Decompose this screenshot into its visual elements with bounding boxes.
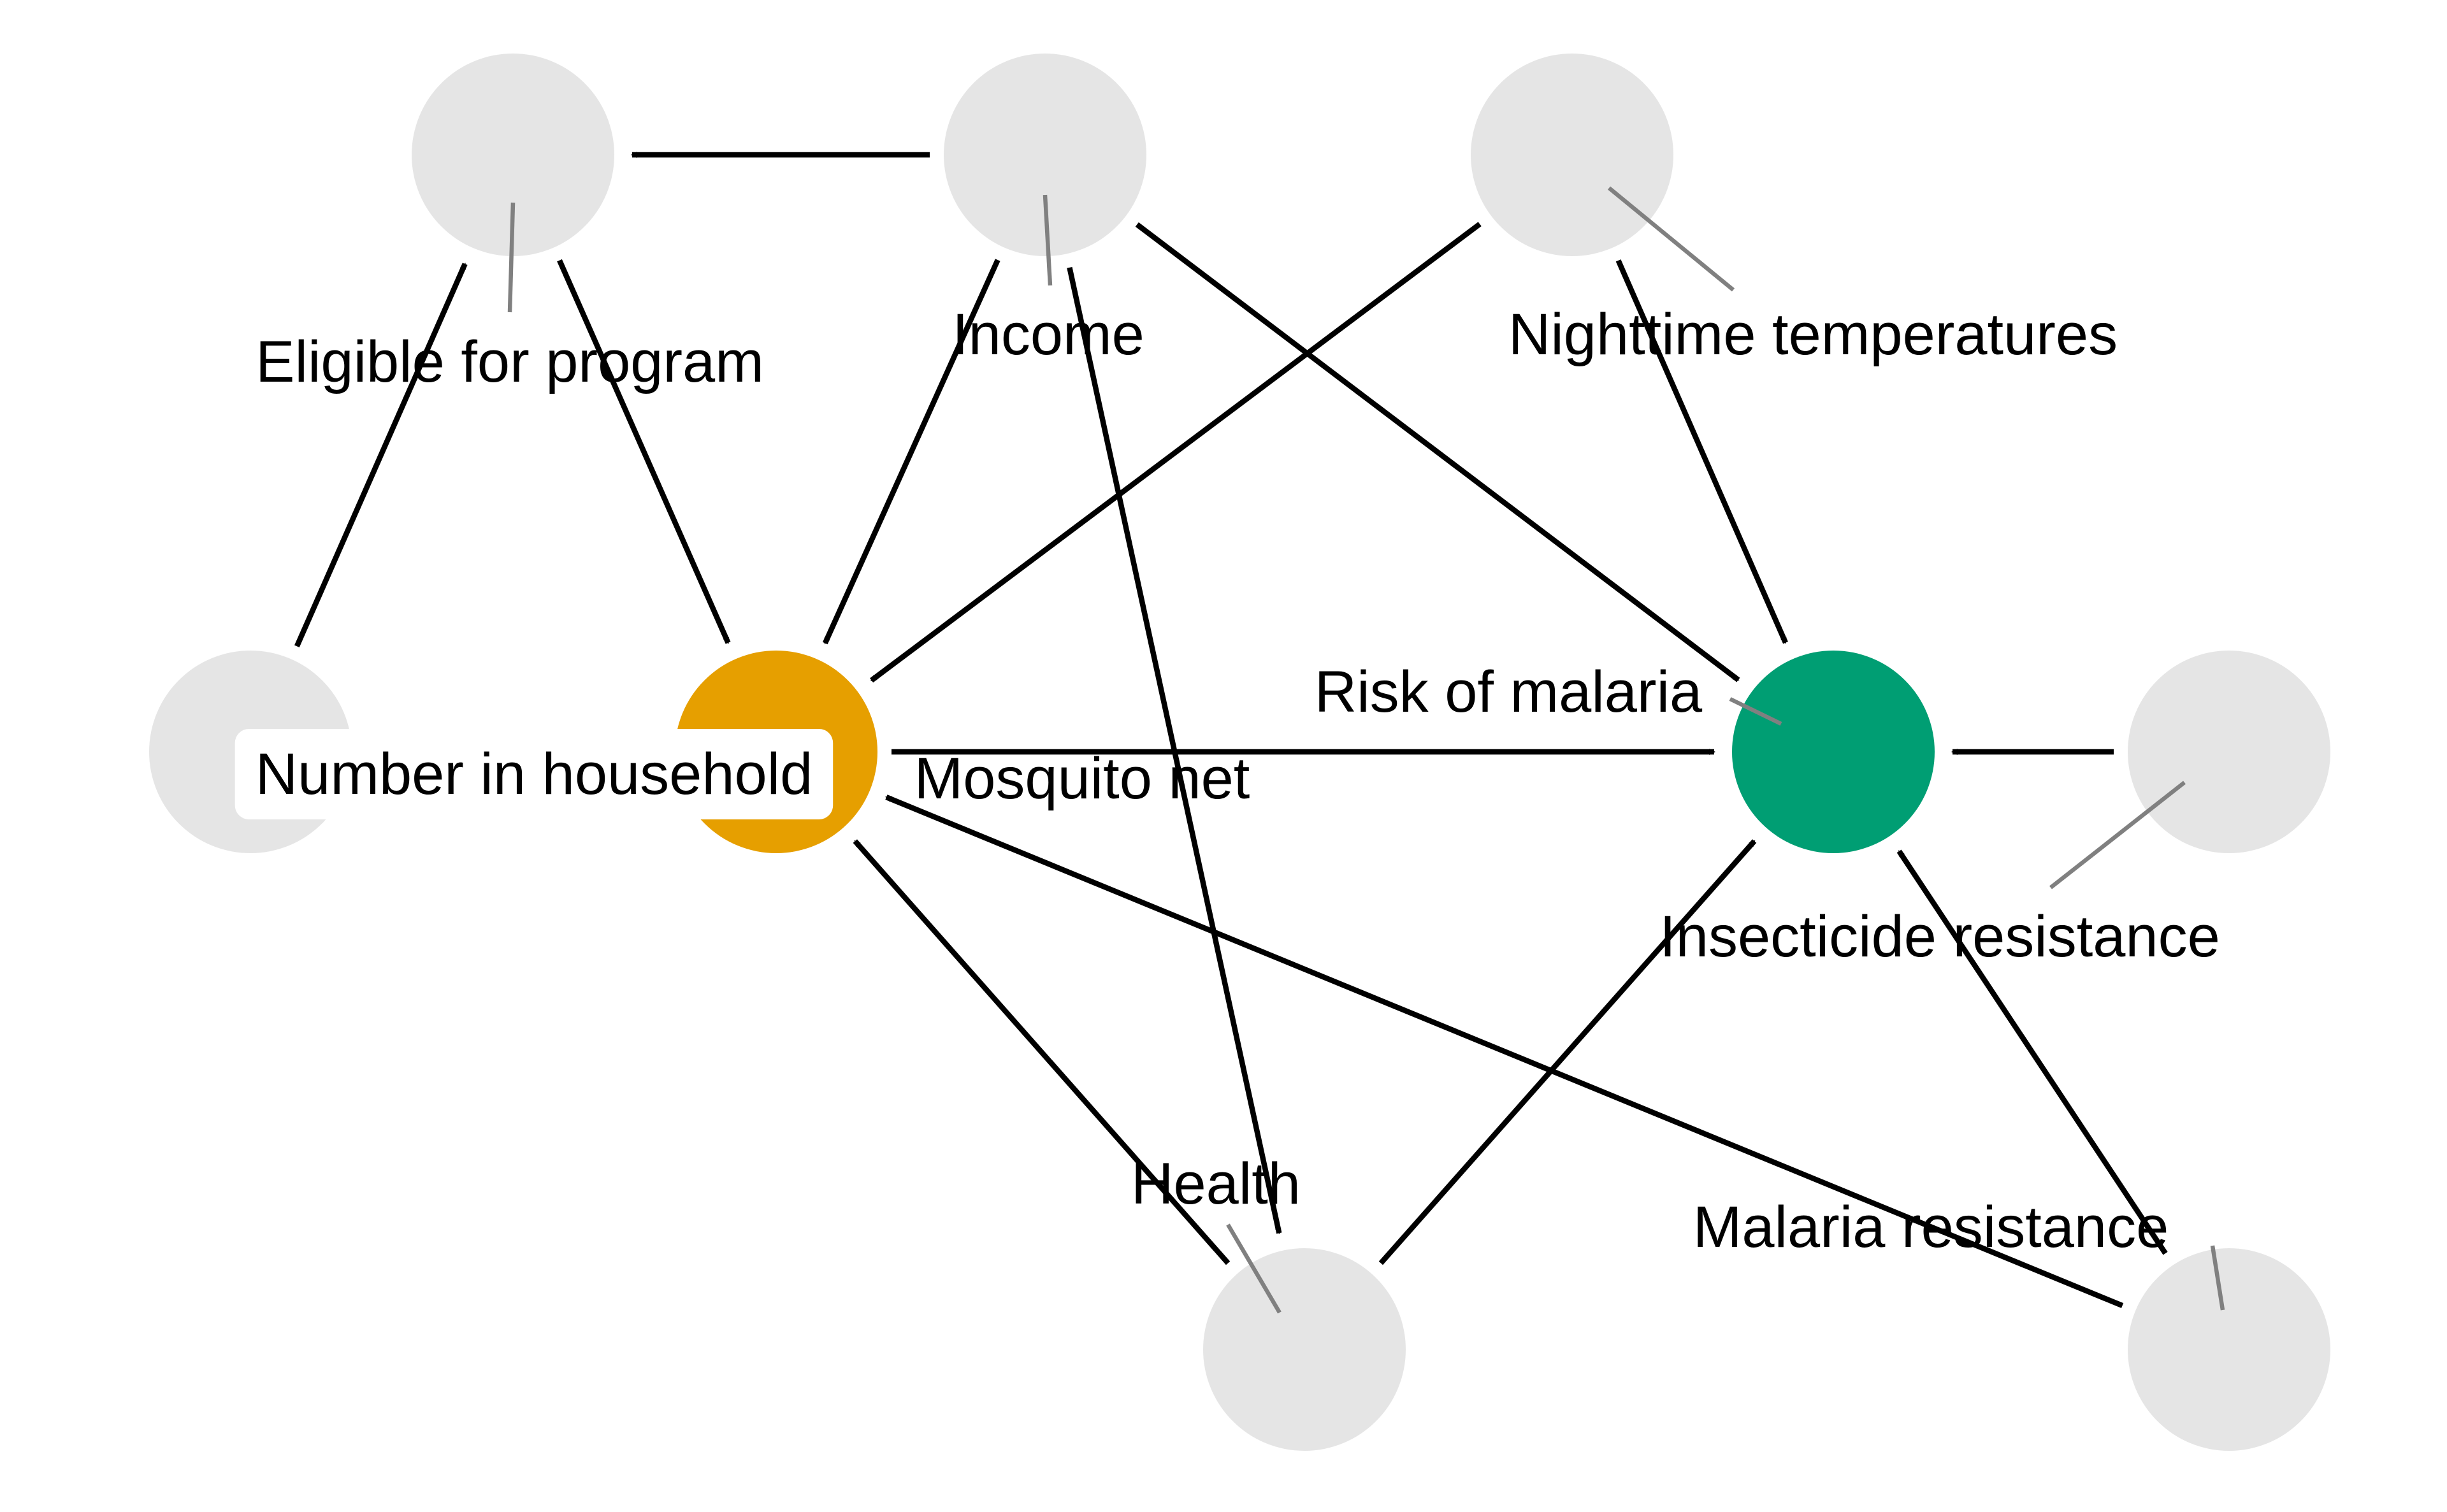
edge-health-to-net [853, 839, 1231, 1265]
leader-line-income [1043, 194, 1053, 286]
node-income [944, 54, 1146, 256]
edge-household-to-eligible [294, 263, 468, 648]
node-label-group-income: Income [952, 302, 1144, 367]
node-label-eligible: Eligible for program [256, 329, 764, 394]
leader-line-health [1226, 1223, 1281, 1314]
node-label-group-net: Mosquito net [914, 746, 1250, 811]
node-label-net: Mosquito net [914, 746, 1250, 811]
edge-resistance-to-malaria [1896, 849, 2168, 1255]
leader-line-malaria [1729, 697, 1782, 726]
node-resistance [2128, 1248, 2330, 1451]
node-label-group-eligible: Eligible for program [256, 329, 764, 394]
edges-layer [294, 152, 2168, 1309]
node-malaria [1732, 651, 1935, 853]
node-label-background-household [235, 729, 834, 819]
node-label-group-resistance: Malaria resistance [1693, 1195, 2169, 1260]
node-label-group-health: Health [1131, 1151, 1301, 1216]
node-health [1203, 1248, 1406, 1451]
edge-temps-to-net [870, 222, 1482, 683]
node-label-group-malaria: Risk of malaria [1315, 659, 1703, 724]
node-label-income: Income [952, 302, 1144, 367]
leader-line-temps [1607, 186, 1735, 292]
edge-temps-to-malaria [1615, 259, 1788, 644]
node-label-group-temps: Nighttime temperatures [1508, 302, 2118, 367]
leaders-layer [507, 186, 2225, 1314]
node-label-temps: Nighttime temperatures [1508, 302, 2118, 367]
edge-health-to-malaria [1378, 839, 1757, 1265]
edge-income-to-malaria [1135, 222, 1740, 682]
labels-layer: Eligible for program Income Nighttime temp… [235, 302, 2220, 1260]
leader-line-eligible [507, 202, 516, 313]
node-label-insecticide: Insecticide resistance [1659, 904, 2220, 969]
node-label-household: Number in household [256, 742, 813, 807]
node-label-health: Health [1131, 1151, 1301, 1216]
node-temps [1471, 54, 1673, 256]
leader-line-insecticide [2049, 781, 2186, 889]
node-label-malaria: Risk of malaria [1315, 659, 1703, 724]
leader-line-resistance [2210, 1245, 2225, 1311]
node-label-resistance: Malaria resistance [1693, 1195, 2169, 1260]
node-label-group-household: Number in household [235, 729, 834, 819]
node-insecticide [2128, 651, 2330, 853]
edge-income-to-net [822, 259, 1000, 645]
edge-resistance-to-net [885, 795, 2124, 1309]
edge-eligible-to-net [557, 259, 731, 644]
node-label-group-insecticide: Insecticide resistance [1659, 904, 2220, 969]
node-eligible [412, 54, 614, 256]
